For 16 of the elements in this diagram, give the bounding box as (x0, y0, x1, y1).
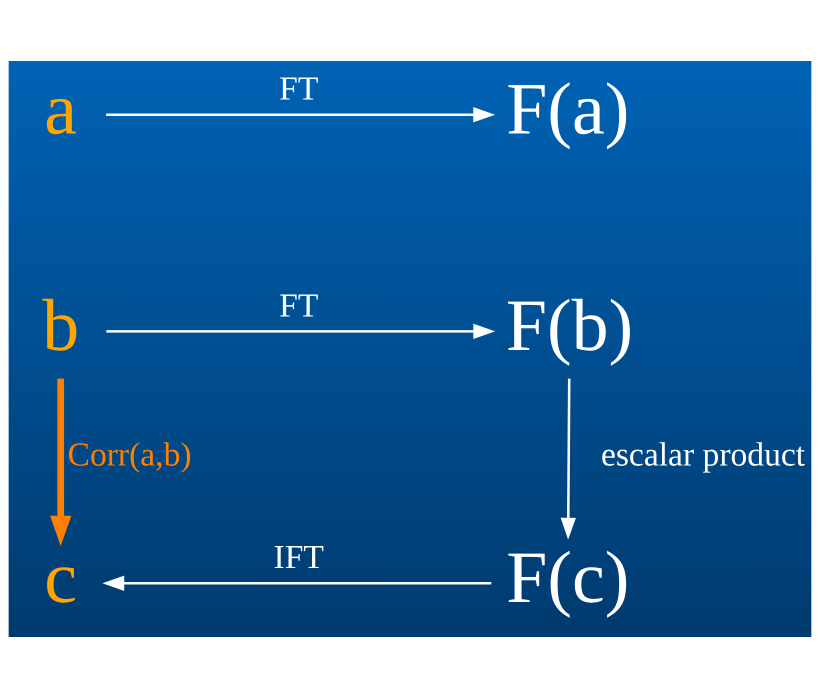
edge-label: IFT (274, 539, 324, 576)
edge-label: escalar product (600, 436, 806, 474)
node-text: c (44, 536, 78, 618)
arrow (102, 576, 492, 591)
node-text: a (44, 68, 78, 150)
arrow (50, 378, 72, 546)
edge-label: FT (279, 70, 318, 108)
arrow (106, 107, 496, 122)
node-text: b (42, 284, 80, 366)
node-text: F(a) (506, 68, 630, 150)
arrow (560, 378, 576, 540)
arrow (106, 324, 496, 340)
edge-label: FT (279, 287, 318, 324)
node-text: F(c) (506, 536, 630, 618)
edge-label: Corr(a,b) (68, 436, 192, 474)
node-text: F(b) (506, 284, 634, 366)
